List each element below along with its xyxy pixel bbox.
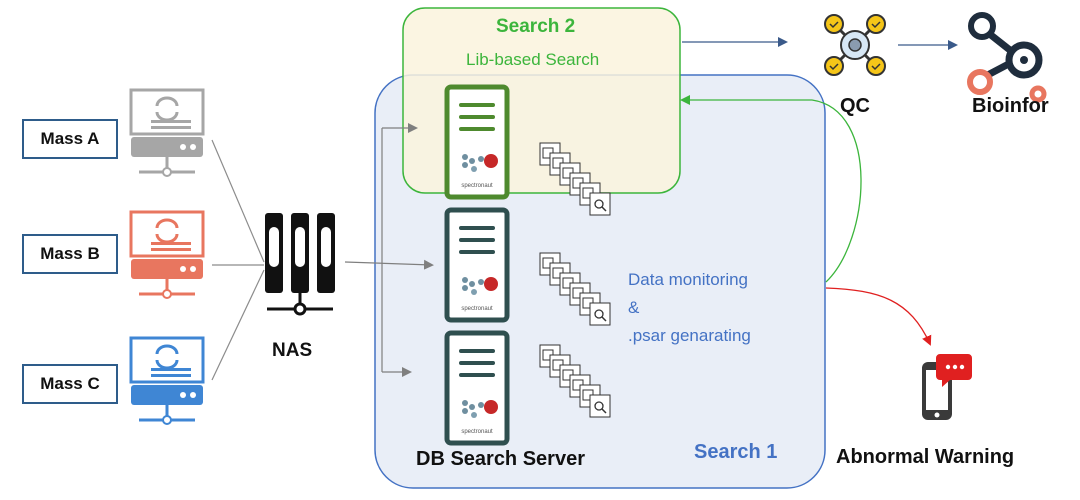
monitoring-line3: .psar genarating [628,326,751,345]
mass-b-label: Mass B [22,234,118,274]
server-icon [129,336,205,425]
search2-title: Search 2 [496,16,576,37]
svg-text:spectronaut: spectronaut [461,183,493,189]
mass-c-label: Mass C [22,364,118,404]
feedback-arrow [680,95,862,283]
qc-gear-icon [824,14,886,76]
spectronaut-server-bottom [447,333,507,443]
warning-arrow [825,287,932,346]
monitoring-line2: & [628,298,640,317]
mass-to-nas-connectors [211,139,265,381]
server-icon [129,210,205,299]
monitoring-line1: Data monitoring [628,270,749,289]
mass-a-label: Mass A [22,119,118,159]
db-server-label: DB Search Server [416,448,585,470]
nas-storage-icon [265,213,335,316]
server-icon [129,88,205,177]
bioinfor-label: Bioinfor [972,95,1049,117]
spectronaut-logo: spectronaut [461,154,498,189]
spectronaut-server-top: spectronaut [444,84,510,200]
network-icon [967,12,1047,103]
nas-label: NAS [272,340,313,361]
qc-label: QC [840,95,870,117]
search2-subtitle: Lib-based Search [466,50,600,69]
abnormal-warning-label: Abnormal Warning [836,446,1015,468]
phone-alert-icon [922,354,972,420]
nas-to-servers-arrows [344,123,434,377]
spectronaut-server-middle [447,210,507,320]
search1-label: Search 1 [694,441,778,463]
